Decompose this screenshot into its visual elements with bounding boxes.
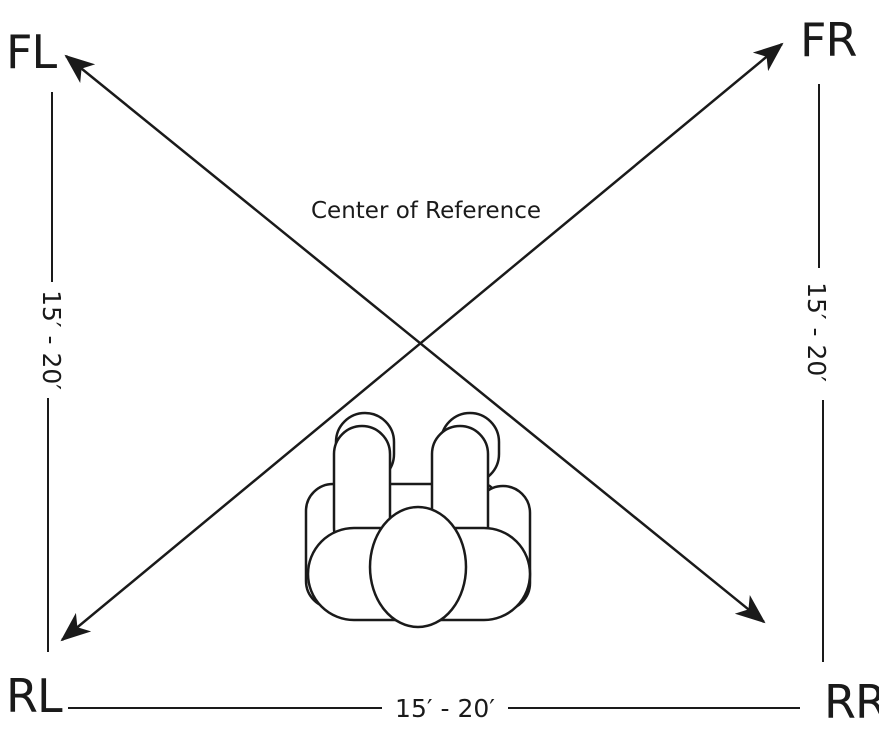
diagonal-fr-rl-arrow: [60, 42, 784, 642]
front-left-label: FL: [6, 25, 57, 79]
front-right-label: FR: [800, 13, 856, 67]
rear-left-label: RL: [6, 669, 63, 723]
listener-chair-icon: [304, 411, 532, 629]
rear-right-label: RR: [824, 675, 879, 729]
left-distance-label: 15′ - 20′: [37, 290, 66, 390]
center-of-reference-label: Center of Reference: [311, 198, 541, 224]
right-distance-label: 15′ - 20′: [802, 282, 831, 382]
bottom-distance-label: 15′ - 20′: [395, 694, 495, 723]
